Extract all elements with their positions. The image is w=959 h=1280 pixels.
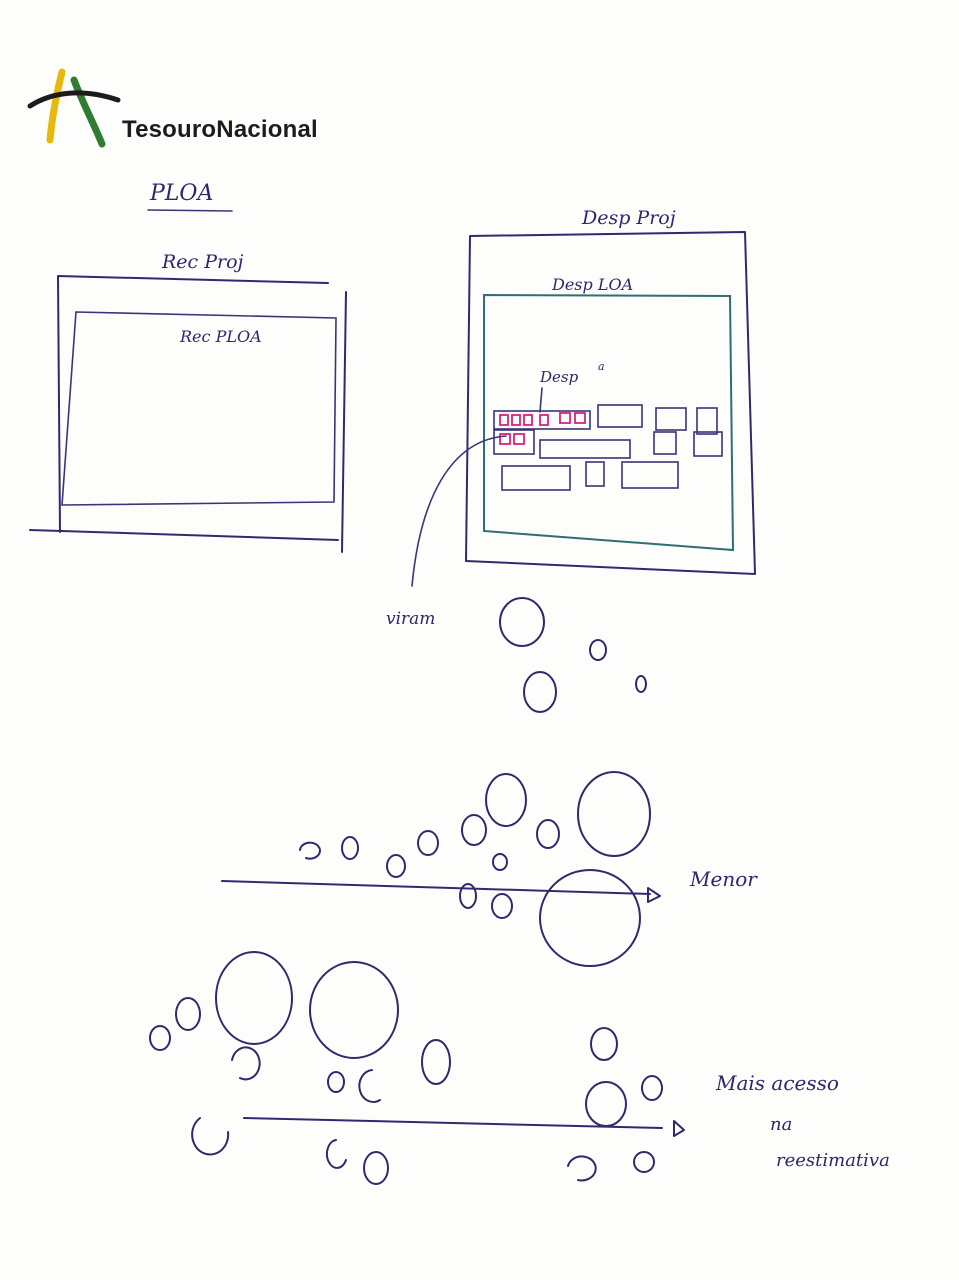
- bottom-label-line-1: Mais acesso: [715, 1071, 839, 1095]
- viram-pointer: [411, 435, 507, 587]
- tesouro-logo-icon: [27, 68, 121, 148]
- desp-proj-box: Desp Proj Desp LOA Desp a: [465, 207, 756, 575]
- bottom-label-line-3: reestimativa: [776, 1150, 890, 1171]
- desp-a-label: Desp: [539, 368, 579, 386]
- lower-bubbles: [149, 951, 663, 1185]
- middle-bubbles: [299, 771, 651, 967]
- logo-text: TesouroNacional: [122, 116, 318, 143]
- viram-bubbles: [499, 597, 647, 713]
- rec-proj-box: Rec Proj Rec PLOA: [29, 251, 347, 553]
- rec-ploa-label: Rec PLOA: [179, 327, 262, 346]
- title-underline: [147, 209, 233, 212]
- menor-axis: [221, 880, 661, 903]
- bottom-label-line-2: na: [770, 1114, 792, 1135]
- desp-a-superscript: a: [598, 360, 605, 373]
- desp-proj-label: Desp Proj: [581, 207, 676, 229]
- ploa-title: PLOA: [149, 181, 213, 206]
- desp-loa-label: Desp LOA: [551, 275, 633, 294]
- menor-label: Menor: [689, 867, 758, 891]
- viram-label: viram: [386, 609, 435, 629]
- reestimativa-axis: [243, 1117, 685, 1137]
- rec-proj-label: Rec Proj: [161, 251, 244, 273]
